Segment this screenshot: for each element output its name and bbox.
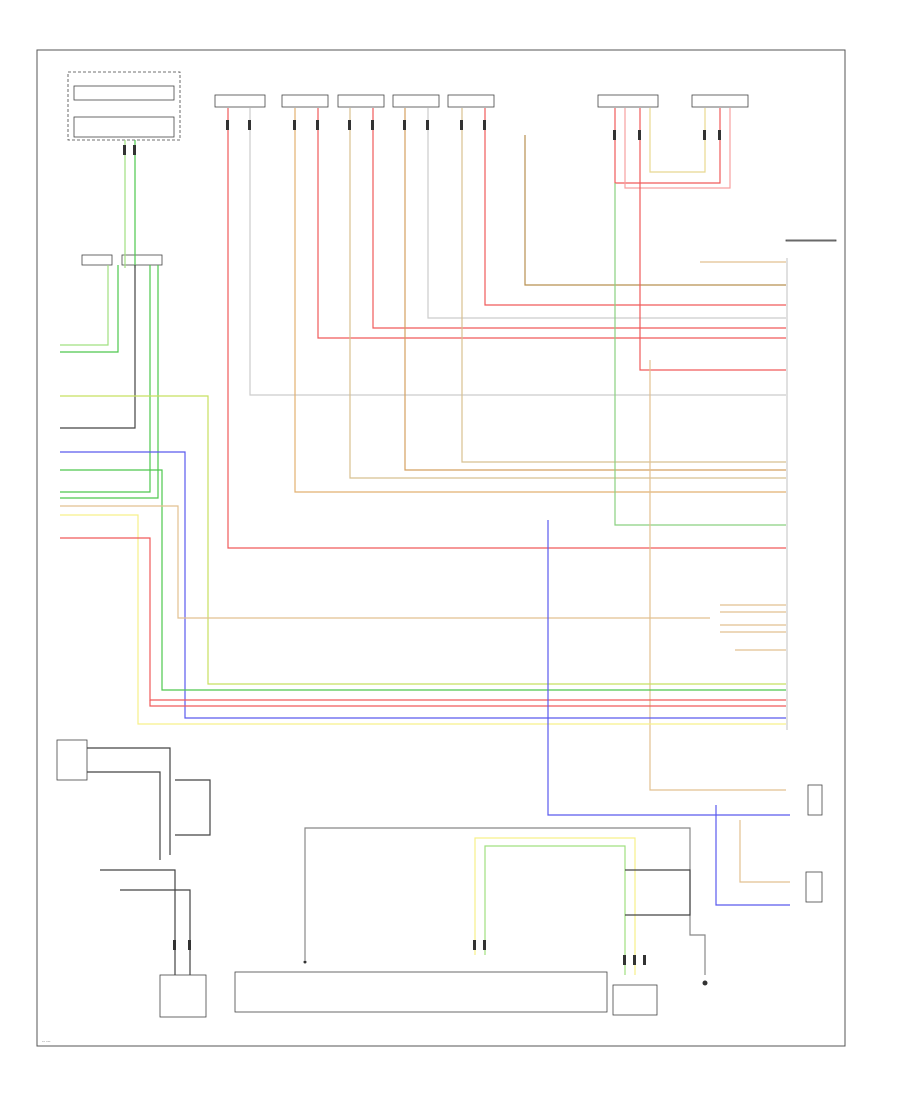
- wire-green-2: [614, 183, 786, 526]
- external-connector-box: [612, 984, 658, 1016]
- wire-tan-3: [649, 360, 786, 791]
- right-module-lower: [805, 784, 823, 903]
- wire-tan-1: [349, 108, 786, 479]
- wire-red-4: [614, 108, 721, 184]
- wire-blue-1: [60, 451, 786, 719]
- main-connector-pins: [785, 239, 837, 730]
- wire-pink-1: [317, 108, 786, 339]
- central-module-box: [234, 971, 608, 1013]
- bottom-center-module: [234, 827, 706, 1016]
- wire-red-6: [60, 537, 786, 701]
- wire-black-1: [60, 265, 136, 429]
- wire-pink-2: [624, 108, 731, 189]
- sensor-box: [56, 739, 88, 781]
- wire-red-5: [639, 108, 786, 371]
- right-side-stubs: [700, 261, 786, 651]
- wires-vertical: [227, 108, 786, 791]
- wire-green-3: [60, 265, 119, 353]
- wire-yellow-top: [649, 108, 706, 173]
- wire-red-3: [484, 108, 786, 306]
- ground-symbols: [303, 960, 708, 986]
- top-left-module: [67, 71, 181, 141]
- wire-red-2: [372, 108, 786, 329]
- wire-grey-2: [427, 108, 786, 319]
- wire-light-green-1: [60, 265, 109, 346]
- wire-yellow-2: [474, 837, 636, 975]
- top-connectors: [214, 94, 749, 108]
- left-connectors: [81, 254, 163, 266]
- diagram-frame: [36, 49, 846, 1047]
- wire-orange-2: [404, 108, 786, 471]
- wire-grey-1: [249, 108, 786, 396]
- pin-markers: [123, 120, 721, 965]
- bottom-left-components: [56, 739, 211, 1018]
- wire-yellow-1: [60, 514, 786, 725]
- wire-green-5: [60, 265, 159, 499]
- wire-tan-5: [739, 820, 790, 883]
- wire-red-7: [149, 700, 786, 707]
- wire-green-6: [60, 469, 786, 691]
- wire-green-4: [60, 265, 151, 493]
- wire-tan-4: [60, 505, 710, 619]
- wire-blue-2: [547, 520, 790, 816]
- antenna-module-box: [159, 974, 207, 1018]
- wire-brown-1: [524, 135, 786, 286]
- diagram-code: -- ---: [42, 1039, 51, 1044]
- wire-blue-3: [715, 805, 790, 906]
- wire-yellow-green-1: [60, 395, 786, 685]
- wire-green-7: [484, 845, 626, 975]
- wire-orange-1: [294, 108, 786, 493]
- wire-red-1: [227, 108, 786, 549]
- wires-left: [60, 140, 786, 725]
- wire-tan-2: [461, 108, 786, 463]
